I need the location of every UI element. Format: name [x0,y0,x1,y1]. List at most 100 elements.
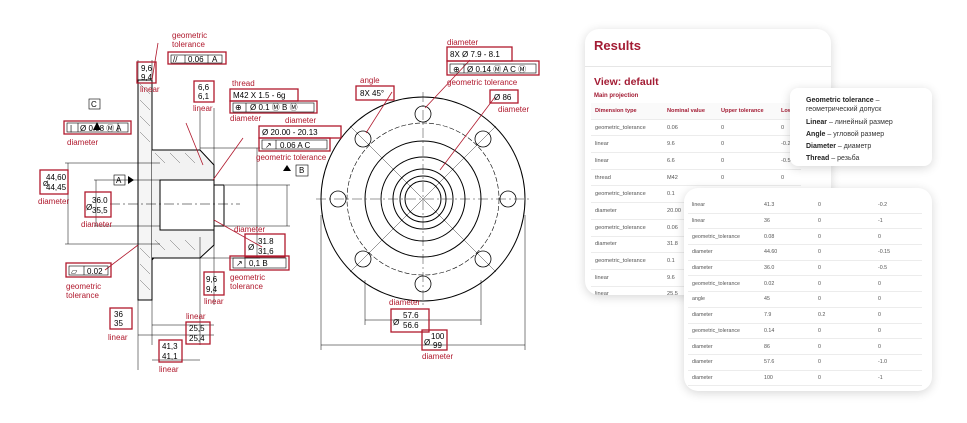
label-gt-low: geometric [230,273,265,282]
table-cell: 45 [760,291,814,308]
table-cell: 0.2 [814,307,874,324]
table-cell: diameter [688,370,760,387]
table-cell: geometric_tolerance [688,228,760,246]
legend-desc: – резьба [831,155,860,162]
table-cell: diameter [688,307,760,324]
label-gt-mid: geometric tolerance [256,153,327,162]
datum-c: C [91,100,97,109]
table-cell: geometric_tolerance [688,275,760,293]
table-cell: 57.6 [760,354,814,371]
label-linear-66: linear [193,104,213,113]
table-cell: geometric_tolerance [591,119,663,137]
table-cell: 0 [814,370,874,387]
table-cell: linear [591,135,663,154]
table-cell: 0.06 [663,119,717,137]
table-cell: linear [591,286,663,295]
label-linear-36: linear [108,333,128,342]
legend-card: Geometric tolerance – геометрический доп… [790,88,932,166]
table-cell: geometric_tolerance [591,185,663,204]
dim-36-bot: 35,5 [92,206,108,215]
table-cell: -0.5 [874,260,922,277]
diameter-symbol: Ø [86,203,92,212]
dim-96-top: 9,6 [141,64,153,73]
table-cell: 0.14 [760,323,814,340]
fcf-mid-symbol: ↗ [265,141,272,150]
legend-item: Diameter – диаметр [806,142,871,151]
table-cell: 0 [874,307,922,324]
table-cell: diameter [688,244,760,261]
table-cell: 0 [814,338,874,355]
label-diameter-318: diameter [234,225,265,234]
legend-term: Diameter [806,143,836,150]
label-angle: angle [360,76,380,85]
table-cell: -1 [874,213,922,230]
dim-36-top: 36.0 [92,196,108,205]
datum-b: B [299,166,304,175]
label-thread: thread [232,79,255,88]
table-cell: 0 [874,228,922,246]
dim-20: Ø 20.00 - 20.13 [262,128,318,137]
table-cell: 36.0 [760,260,814,277]
dim-413-top: 41,3 [162,342,178,351]
dim-100-top: 100 [431,332,445,341]
fcf-79-value: Ø 0.14 Ⓜ A C Ⓜ [467,65,526,74]
fcf-left-symbol: | [70,124,72,133]
dim-66-bot: 6,1 [198,92,210,101]
dim-79: 8X Ø 7.9 - 8.1 [450,50,500,59]
dim-angle: 8X 45° [360,89,384,98]
column-header: Nominal value [663,103,717,120]
table-cell: linear [688,198,760,214]
table-cell: 0 [814,354,874,371]
dim-86: Ø 86 [494,93,512,102]
dim-96b-top: 9,6 [206,275,218,284]
table-cell: 0 [814,291,874,308]
table-cell: linear [688,213,760,230]
table-cell: 41.3 [760,198,814,214]
dim-255-bot: 25,4 [189,334,205,343]
table-cell: 0 [814,244,874,261]
legend-term: Thread [806,155,830,162]
dim-413-bot: 41,1 [162,352,178,361]
table-cell: 44.60 [760,244,814,261]
table-cell: -0.15 [874,244,922,261]
label-gt-left: tolerance [66,291,99,300]
table-cell: diameter [688,260,760,277]
diameter-symbol: Ø [248,243,254,252]
legend-desc: – диаметр [837,143,872,150]
label-diameter-86: diameter [498,105,529,114]
label-gt-79: geometric tolerance [447,78,518,87]
label-gt-top: tolerance [172,40,205,49]
table-cell: geometric_tolerance [591,252,663,270]
label-diameter-fcf: diameter [230,114,261,123]
label-linear-413: linear [159,365,179,374]
dim-96b-bot: 9,4 [206,285,218,294]
label-gt-top: geometric [172,31,207,40]
table-cell: 100 [760,370,814,387]
legend-item: Geometric tolerance – геометрический доп… [806,96,932,114]
table-cell: 0 [814,275,874,293]
fcf-thread-value: Ø 0.1 Ⓜ B Ⓜ [250,103,298,112]
dim-36s-bot: 35 [114,319,123,328]
legend-item: Angle – угловой размер [806,130,884,139]
column-header: Dimension type [591,103,663,120]
thread-callout: M42 X 1.5 - 6g [233,91,285,100]
results-title: Results [594,38,641,53]
table-cell: 0 [777,169,802,187]
fcf-79-symbol: ⊕ [453,65,460,74]
table-cell: 0 [814,198,874,214]
flatness-symbol: ▱ [71,267,78,276]
table-cell: 0 [717,119,777,137]
dim-318-bot: 31,6 [258,247,274,256]
legend-item: Thread – резьба [806,154,859,163]
fcf-low-value: 0,1 B [249,259,268,268]
fcf-low-symbol: ↗ [236,259,243,268]
